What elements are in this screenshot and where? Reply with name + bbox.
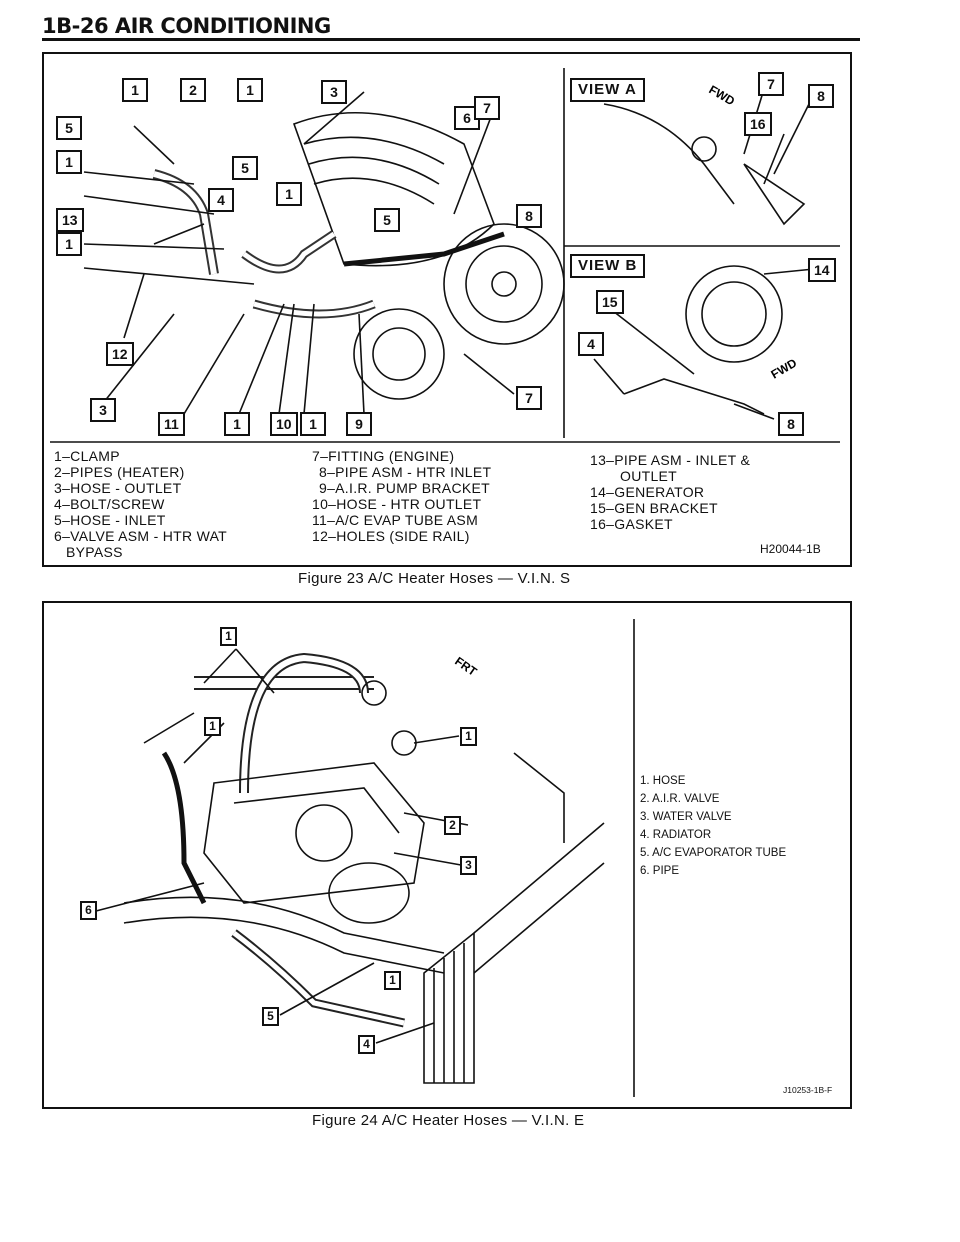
figure-23-legend-col1: 1–CLAMP 2–PIPES (HEATER) 3–HOSE - OUTLET… — [54, 448, 227, 560]
legend-item: OUTLET — [620, 468, 678, 484]
legend-item: 1. HOSE — [640, 775, 686, 787]
callout-1: 1 — [460, 727, 477, 746]
callout-1: 1 — [224, 412, 250, 436]
callout-14: 14 — [808, 258, 836, 282]
svg-text:FWD: FWD — [769, 356, 800, 382]
figure-23-legend-col2: 7–FITTING (ENGINE) 8–PIPE ASM - HTR INLE… — [312, 448, 491, 544]
figure-23-caption: Figure 23 A/C Heater Hoses — V.I.N. S — [298, 570, 571, 587]
legend-item: 16–GASKET — [590, 516, 673, 532]
callout-7: 7 — [474, 96, 500, 120]
callout-2: 2 — [180, 78, 206, 102]
legend-item: 15–GEN BRACKET — [590, 500, 718, 516]
callout-1: 1 — [56, 150, 82, 174]
callout-5: 5 — [262, 1007, 279, 1026]
legend-item: 11–A/C EVAP TUBE ASM — [312, 512, 479, 528]
callout-11: 11 — [158, 412, 185, 436]
legend-item: 14–GENERATOR — [590, 484, 705, 500]
legend-item: 3–HOSE - OUTLET — [54, 480, 182, 496]
legend-item: 10–HOSE - HTR OUTLET — [312, 496, 482, 512]
legend-item: 3. WATER VALVE — [640, 811, 732, 823]
callout-1: 1 — [56, 232, 82, 256]
legend-item: 6–VALVE ASM - HTR WAT — [54, 528, 228, 544]
figure-23-code: H20044-1B — [760, 542, 821, 556]
legend-item: 2. A.I.R. VALVE — [640, 793, 720, 805]
callout-15: 15 — [596, 290, 624, 314]
figure-23-drawing: FWD FWD — [50, 68, 840, 443]
page-header: 1B-26 AIR CONDITIONING — [42, 14, 331, 38]
callout-4: 4 — [208, 188, 234, 212]
legend-item: 8–PIPE ASM - HTR INLET — [319, 464, 492, 480]
callout-10: 10 — [270, 412, 298, 436]
legend-item: 12–HOLES (SIDE RAIL) — [312, 528, 470, 544]
callout-8: 8 — [516, 204, 542, 228]
figure-24-caption: Figure 24 A/C Heater Hoses — V.I.N. E — [312, 1112, 585, 1129]
callout-5: 5 — [56, 116, 82, 140]
legend-item: BYPASS — [66, 544, 123, 560]
legend-item: 5–HOSE - INLET — [54, 512, 166, 528]
legend-item: 13–PIPE ASM - INLET & — [590, 452, 751, 468]
figure-23-legend-col3: 13–PIPE ASM - INLET & OUTLET 14–GENERATO… — [590, 452, 750, 532]
callout-4: 4 — [578, 332, 604, 356]
callout-4: 4 — [358, 1035, 375, 1054]
callout-5: 5 — [232, 156, 258, 180]
callout-7: 7 — [516, 386, 542, 410]
callout-1: 1 — [300, 412, 326, 436]
legend-item: 9–A.I.R. PUMP BRACKET — [319, 480, 490, 496]
callout-12: 12 — [106, 342, 134, 366]
callout-6: 6 — [80, 901, 97, 920]
callout-8: 8 — [808, 84, 834, 108]
callout-8: 8 — [778, 412, 804, 436]
view-b-label: VIEW B — [570, 254, 646, 278]
legend-item: 6. PIPE — [640, 865, 679, 877]
legend-item: 4. RADIATOR — [640, 829, 712, 841]
figure-24-code: J10253-1B-F — [783, 1085, 833, 1095]
frt-label: FRT — [452, 654, 480, 679]
header-rule — [42, 38, 860, 41]
legend-item: 7–FITTING (ENGINE) — [312, 448, 455, 464]
callout-2: 2 — [444, 816, 461, 835]
figure-23-panel: FWD FWD 1 2 1 3 5 6 7 1 5 1 4 13 5 8 1 1… — [42, 52, 852, 567]
callout-9: 9 — [346, 412, 372, 436]
callout-7: 7 — [758, 72, 784, 96]
legend-item: 4–BOLT/SCREW — [54, 496, 165, 512]
callout-1: 1 — [204, 717, 221, 736]
callout-1: 1 — [276, 182, 302, 206]
callout-3: 3 — [90, 398, 116, 422]
legend-item: 1–CLAMP — [54, 448, 120, 464]
callout-3: 3 — [321, 80, 347, 104]
view-a-label: VIEW A — [570, 78, 645, 102]
figure-24-panel: FRT 1 1 1 2 3 6 1 5 4 — [42, 601, 852, 1109]
callout-3: 3 — [460, 856, 477, 875]
callout-16: 16 — [744, 112, 772, 136]
legend-item: 2–PIPES (HEATER) — [54, 464, 185, 480]
callout-1: 1 — [237, 78, 263, 102]
callout-5: 5 — [374, 208, 400, 232]
callout-1: 1 — [220, 627, 237, 646]
legend-item: 5. A/C EVAPORATOR TUBE — [640, 847, 787, 859]
figure-24-drawing: FRT — [95, 619, 635, 1097]
callout-13: 13 — [56, 208, 84, 232]
figure-24-legend: 1. HOSE 2. A.I.R. VALVE 3. WATER VALVE 4… — [640, 772, 786, 880]
svg-text:FWD: FWD — [707, 82, 738, 108]
callout-1: 1 — [384, 971, 401, 990]
callout-1: 1 — [122, 78, 148, 102]
